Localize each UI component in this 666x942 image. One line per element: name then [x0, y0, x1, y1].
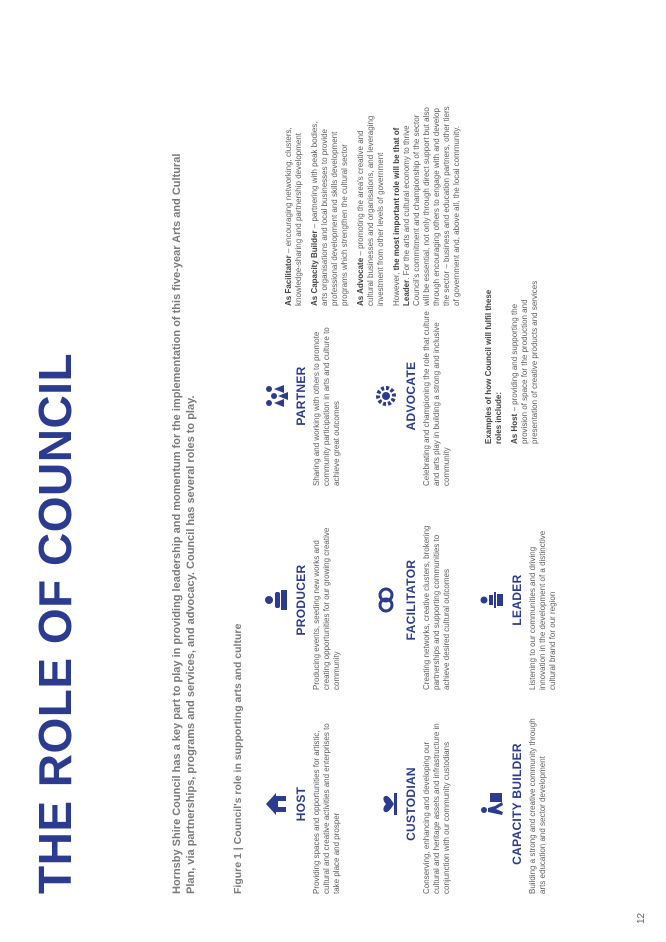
role-facilitator: FACILITATOR Creating networks, creative …	[372, 510, 452, 690]
example-capacity-builder: As Capacity Builder – partnering with pe…	[310, 106, 350, 306]
role-description: Celebrating and championing the role tha…	[422, 311, 451, 486]
figure-caption: Figure 1 | Council's role in supporting …	[232, 623, 244, 894]
closing-paragraph: However, the most important role will be…	[392, 106, 462, 306]
closing-pre: However,	[392, 270, 401, 306]
role-description: Sharing and working with others to promo…	[312, 327, 341, 486]
role-custodian: CUSTODIAN Conserving, enhancing and deve…	[372, 714, 452, 894]
people-network-icon	[372, 586, 400, 614]
role-name: FACILITATOR	[404, 559, 418, 641]
role-description: Creating networks, creative clusters, br…	[422, 525, 451, 690]
role-producer: PRODUCER Producing events, seeding new w…	[262, 510, 342, 690]
role-description: Listening to our communities and driving…	[528, 530, 557, 690]
gear-icon	[372, 382, 400, 410]
closing-post: . For the arts and cultural economy to t…	[402, 106, 461, 306]
house-icon	[262, 790, 290, 818]
intro-paragraph: Hornsby Shire Council has a key part to …	[171, 153, 197, 894]
role-name: ADVOCATE	[404, 361, 418, 431]
role-advocate: ADVOCATE Celebrating and championing the…	[372, 306, 452, 486]
role-description: Producing events, seeding new works and …	[312, 527, 341, 690]
people-group-icon	[262, 382, 290, 410]
examples-heading: Examples of how Council will fulfil thes…	[484, 289, 503, 444]
role-description: Conserving, enhancing and developing our…	[422, 723, 451, 894]
role-name: LEADER	[510, 574, 524, 626]
person-desk-icon	[262, 586, 290, 614]
example-host: As Host – providing and supporting the p…	[510, 274, 540, 444]
example-label: As Capacity Builder	[310, 230, 319, 306]
person-building-icon	[478, 790, 506, 818]
role-name: CAPACITY BUILDER	[510, 743, 524, 865]
role-name: PARTNER	[294, 366, 308, 426]
right-column: As Facilitator – encouraging networking,…	[284, 106, 462, 306]
role-partner: PARTNER Sharing and working with others …	[262, 306, 342, 486]
heart-hand-icon	[372, 790, 400, 818]
example-label: As Facilitator	[284, 255, 293, 306]
role-name: CUSTODIAN	[404, 767, 418, 841]
page-number: 12	[636, 912, 647, 924]
example-label: As Advocate	[356, 257, 365, 306]
example-label: As Host	[510, 413, 519, 444]
page-title: THE ROLE OF COUNCIL	[29, 352, 81, 894]
person-podium-icon	[478, 586, 506, 614]
role-name: HOST	[294, 786, 308, 822]
role-leader: LEADER Listening to our communities and …	[478, 510, 558, 690]
examples-block: Examples of how Council will fulfil thes…	[484, 274, 540, 444]
role-capacity-builder: CAPACITY BUILDER Building a strong and c…	[478, 714, 548, 894]
example-facilitator: As Facilitator – encouraging networking,…	[284, 106, 304, 306]
role-description: Providing spaces and opportunities for a…	[312, 723, 341, 894]
role-host: HOST Providing spaces and opportunities …	[262, 714, 342, 894]
role-name: PRODUCER	[294, 564, 308, 636]
example-advocate: As Advocate – promoting the area's creat…	[356, 106, 386, 306]
role-description: Building a strong and creative community…	[528, 718, 547, 894]
